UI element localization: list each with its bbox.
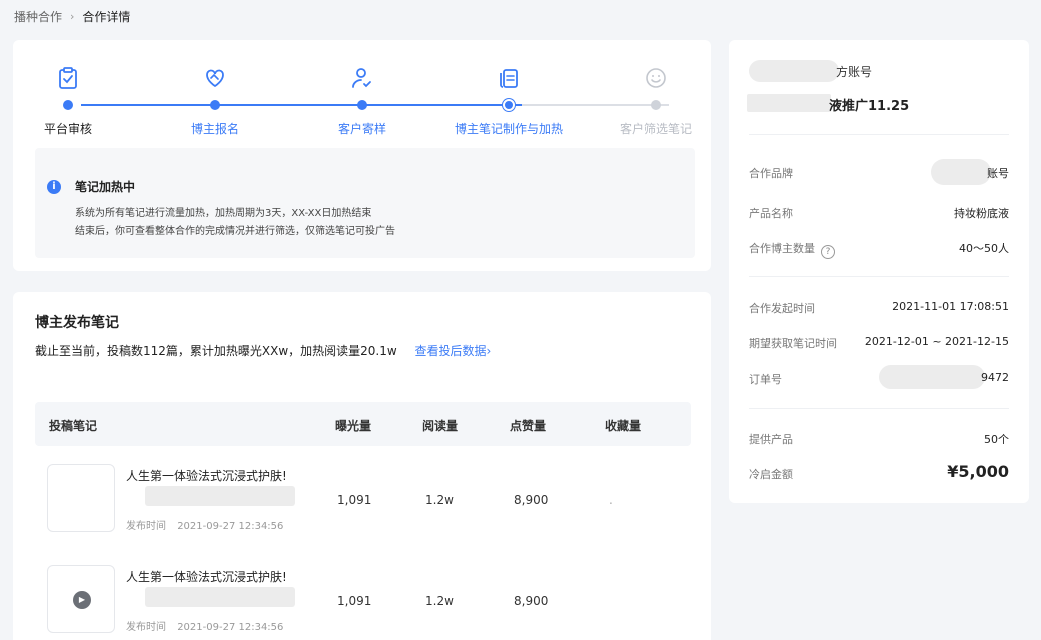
note-time: 发布时间 2021-09-27 12:34:56 xyxy=(126,618,283,633)
campaign-title: 液推广11.25 xyxy=(829,99,910,114)
product-name-value: 持妆粉底液 xyxy=(954,207,1009,220)
step-dot xyxy=(210,100,220,110)
column-header: 投稿笔记 xyxy=(49,419,98,433)
note-title[interactable]: 人生第一体验法式沉浸式护肤! xyxy=(126,570,287,584)
column-header[interactable]: 曝光量 xyxy=(335,419,372,433)
progress-track xyxy=(81,104,669,106)
status-notice: i 笔记加热中 系统为所有笔记进行流量加热，加热周期为3天，XX-XX日加热结束… xyxy=(35,148,695,258)
expected-time-row: 期望获取笔记时间 2021-12-01 ~ 2021-12-15 xyxy=(749,335,1009,351)
step-label: 博主笔记制作与加热 xyxy=(454,122,563,136)
table-row[interactable]: 人生第一体验法式沉浸式护肤! 发布时间 2021-09-27 12:34:56 … xyxy=(35,464,691,544)
brand-value: 账号 xyxy=(987,167,1009,180)
blurred-content xyxy=(931,159,991,185)
amount-label: 冷启金额 xyxy=(749,468,793,481)
column-header[interactable]: 点赞量 xyxy=(510,419,547,433)
notes-summary: 截止至当前，投稿数112篇，累计加热曝光XXw，加热阅读量20.1w 查看投后数… xyxy=(35,342,491,359)
table-row[interactable]: ▶ 人生第一体验法式沉浸式护肤! 发布时间 2021-09-27 12:34:5… xyxy=(35,565,691,640)
brand-label: 合作品牌 xyxy=(749,167,793,180)
breadcrumb: 播种合作 › 合作详情 xyxy=(14,8,130,25)
reads-value: 1.2w xyxy=(425,493,454,507)
time-value: 2021-09-27 12:34:56 xyxy=(177,521,284,532)
order-label: 订单号 xyxy=(749,373,782,386)
provided-value: 50个 xyxy=(984,433,1009,446)
account-name: 方账号 xyxy=(836,65,873,79)
start-time-label: 合作发起时间 xyxy=(749,302,815,315)
info-icon: i xyxy=(47,180,61,194)
amount-value: ¥5,000 xyxy=(947,462,1009,481)
blogger-count-label: 合作博主数量? xyxy=(749,240,835,259)
blogger-count-row: 合作博主数量? 40～50人 xyxy=(749,240,1009,259)
divider xyxy=(749,134,1009,135)
product-name-row: 产品名称 持妆粉底液 xyxy=(749,205,1009,221)
clipboard-check-icon xyxy=(59,67,77,89)
column-header[interactable]: 阅读量 xyxy=(422,419,459,433)
time-value: 2021-09-27 12:34:56 xyxy=(177,622,284,633)
provided-row: 提供产品 50个 xyxy=(749,431,1009,447)
exposure-value: 1,091 xyxy=(337,493,372,507)
order-row: 订单号 9472 xyxy=(749,365,1009,389)
progress-track-todo xyxy=(522,104,669,106)
notice-text: 系统为所有笔记进行流量加热，加热周期为3天，XX-XX日加热结束 xyxy=(75,208,372,219)
blogger-count-value: 40～50人 xyxy=(959,242,1009,255)
detail-card: 方账号 液推广11.25 合作品牌 账号 产品名称 持妆粉底液 合作博主数量? … xyxy=(729,40,1029,503)
step-dot-active xyxy=(503,99,515,111)
progress-track-done xyxy=(81,104,522,106)
blurred-content xyxy=(747,94,831,112)
note-time: 发布时间 2021-09-27 12:34:56 xyxy=(126,517,283,532)
start-time-row: 合作发起时间 2021-11-01 17:08:51 xyxy=(749,300,1009,316)
notes-card: 博主发布笔记 截止至当前，投稿数112篇，累计加热曝光XXw，加热阅读量20.1… xyxy=(13,292,711,640)
blurred-content xyxy=(145,486,295,506)
handshake-heart-icon xyxy=(206,69,224,88)
time-label: 发布时间 xyxy=(126,521,166,532)
amount-row: 冷启金额 ¥5,000 xyxy=(749,462,1009,482)
play-icon[interactable]: ▶ xyxy=(73,591,91,609)
blogger-count-label-text: 合作博主数量 xyxy=(749,242,815,255)
blurred-content xyxy=(879,365,985,389)
saves-value: . xyxy=(609,493,613,507)
step-dot xyxy=(63,100,73,110)
start-time-value: 2021-11-01 17:08:51 xyxy=(892,300,1009,313)
help-icon[interactable]: ? xyxy=(821,245,835,259)
section-title: 博主发布笔记 xyxy=(35,315,119,331)
step-label: 博主报名 xyxy=(190,122,239,136)
note-thumbnail[interactable]: ▶ xyxy=(47,565,115,633)
chevron-right-icon: › xyxy=(70,10,75,23)
table-header: 投稿笔记 曝光量 阅读量 点赞量 收藏量 xyxy=(35,402,691,446)
time-label: 发布时间 xyxy=(126,622,166,633)
divider xyxy=(749,408,1009,409)
breadcrumb-parent-link[interactable]: 播种合作 xyxy=(14,10,63,24)
likes-value: 8,900 xyxy=(514,594,549,608)
view-post-data-link[interactable]: 查看投后数据› xyxy=(414,344,492,358)
step-dot xyxy=(357,100,367,110)
order-value: 9472 xyxy=(981,371,1009,384)
product-name-label: 产品名称 xyxy=(749,207,793,220)
expected-time-value: 2021-12-01 ~ 2021-12-15 xyxy=(864,335,1009,348)
provided-label: 提供产品 xyxy=(749,433,793,446)
progress-card: 平台审核 博主报名 客户寄样 博主笔记制作与加热 xyxy=(13,40,711,271)
user-check-icon xyxy=(352,68,371,88)
blurred-avatar xyxy=(749,60,839,82)
note-title[interactable]: 人生第一体验法式沉浸式护肤! xyxy=(126,469,287,483)
step-label: 平台审核 xyxy=(43,122,92,136)
reads-value: 1.2w xyxy=(425,594,454,608)
summary-text: 截止至当前，投稿数112篇，累计加热曝光XXw，加热阅读量20.1w xyxy=(35,344,397,358)
exposure-value: 1,091 xyxy=(337,594,372,608)
step-label: 客户筛选笔记 xyxy=(619,122,692,136)
documents-icon xyxy=(500,69,518,88)
blurred-content xyxy=(145,587,295,607)
column-header[interactable]: 收藏量 xyxy=(605,419,642,433)
breadcrumb-current: 合作详情 xyxy=(82,10,131,24)
notice-title: 笔记加热中 xyxy=(75,180,136,194)
expected-time-label: 期望获取笔记时间 xyxy=(749,337,837,350)
note-thumbnail[interactable] xyxy=(47,464,115,532)
brand-row: 合作品牌 账号 xyxy=(749,159,1009,185)
step-label: 客户寄样 xyxy=(337,122,386,136)
divider xyxy=(749,276,1009,277)
step-dot xyxy=(651,100,661,110)
smiley-icon xyxy=(646,68,666,88)
likes-value: 8,900 xyxy=(514,493,549,507)
notice-text: 结束后，你可查看整体合作的完成情况并进行筛选，仅筛选笔记可投广告 xyxy=(75,226,395,237)
